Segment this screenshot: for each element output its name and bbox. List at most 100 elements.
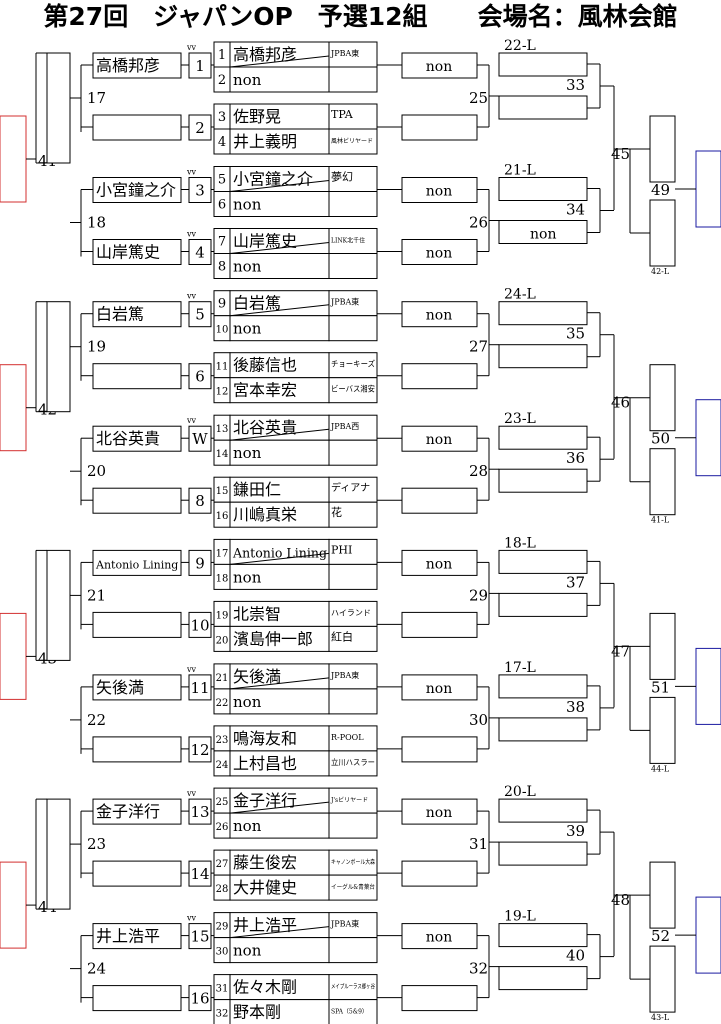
entry-player-name: 北谷英貴	[233, 418, 297, 437]
loser-in-box	[498, 301, 588, 326]
match-number: 27	[469, 338, 488, 356]
walkover-strike	[229, 242, 330, 254]
entry-number: 23	[216, 735, 229, 746]
loser-in-box	[498, 52, 588, 77]
winner-match-box	[695, 399, 721, 477]
loser-in-box	[498, 344, 588, 369]
entry-number: 18	[216, 573, 229, 584]
bye-mark: vv	[186, 665, 197, 674]
bye-mark: vv	[186, 416, 197, 425]
entry-name-box	[229, 290, 330, 317]
entry-name-box	[229, 166, 330, 192]
match-number: 28	[469, 462, 488, 480]
entry-name-box	[229, 999, 330, 1024]
entry-club-name: JPBA東	[330, 670, 359, 680]
entry-number: 19	[216, 610, 229, 621]
entry-player-name: 鳴海友和	[233, 729, 297, 748]
seat-player-name: 井上浩平	[96, 927, 160, 946]
r2-result-box	[401, 363, 478, 390]
entry-club-name: イーグル&青葉台	[331, 883, 375, 891]
entry-name-box	[229, 66, 330, 93]
walkover-strike	[229, 55, 330, 68]
walkover-strike	[229, 926, 330, 939]
entry-number: 26	[216, 822, 229, 833]
entry-player-name: non	[233, 320, 262, 338]
entry-number: 3	[218, 110, 226, 125]
entry-player-name: 金子洋行	[233, 791, 297, 810]
match-number: 21	[87, 586, 106, 604]
r2-result: non	[426, 184, 452, 200]
seat-player-name: 高橋邦彦	[96, 56, 160, 75]
winner-match-box	[695, 647, 721, 725]
match-number: 5	[195, 306, 205, 324]
seat-box	[92, 674, 182, 701]
loser-in-label: 17-L	[504, 660, 536, 676]
entry-name-box	[229, 191, 330, 217]
seat-player-name: 矢後満	[96, 678, 144, 697]
r2-result-box	[401, 177, 478, 203]
entry-number: 6	[218, 198, 226, 213]
entry-player-name: 大井健史	[233, 878, 297, 897]
entry-player-name: 山岸篤史	[233, 232, 297, 251]
entry-player-name: 小宮鐘之介	[233, 170, 313, 189]
seat-box	[92, 363, 182, 390]
bracket-slot-box	[46, 549, 71, 661]
entry-name-box	[229, 103, 330, 130]
entry-name-box	[229, 625, 330, 652]
r2-result-box	[401, 985, 478, 1012]
entry-name-box	[229, 725, 330, 752]
entry-number: 25	[216, 797, 229, 808]
entry-club-name: メイプルーラス郷ヶ谷	[331, 983, 375, 991]
seat-box	[92, 114, 182, 141]
entry-player-name: non	[233, 71, 262, 89]
match-number: 40	[566, 947, 585, 965]
entry-number: 5	[218, 173, 226, 188]
match-number: 39	[566, 822, 585, 840]
entry-number: 24	[216, 760, 229, 771]
match-number: 34	[566, 201, 585, 219]
entry-name-box	[229, 253, 330, 279]
entry-club-box	[328, 66, 378, 93]
match-number: 10	[190, 616, 209, 634]
entry-name-box	[229, 600, 330, 627]
match-number: 11	[190, 679, 209, 697]
seat-box	[92, 549, 182, 576]
loser-in-box	[498, 549, 588, 574]
entry-club-box	[328, 103, 378, 130]
entry-club-name: キャノンボール大森	[331, 858, 375, 866]
match-number: 8	[195, 492, 205, 510]
final-match-box	[0, 115, 27, 203]
final-match-box	[0, 861, 27, 949]
entry-club-box	[328, 228, 378, 254]
entry-club-box	[328, 688, 378, 715]
entry-player-name: 濱島伸一郎	[233, 629, 313, 648]
match-number: 16	[190, 990, 209, 1008]
entry-player-name: 高橋邦彦	[233, 45, 297, 64]
entry-club-box	[328, 625, 378, 652]
match-number: 3	[195, 182, 205, 200]
entry-name-box	[229, 501, 330, 528]
match-number: 6	[195, 368, 205, 386]
loss-note: 43-L	[651, 1013, 670, 1022]
loser-in-label: 23-L	[504, 411, 536, 427]
entry-player-name: non	[233, 942, 262, 960]
loser-in-box	[498, 923, 588, 948]
entry-club-box	[328, 663, 378, 690]
entry-club-box	[328, 41, 378, 68]
entry-club-name: JPBA東	[330, 297, 359, 307]
loser-in-box	[498, 177, 588, 201]
bye-mark: vv	[186, 168, 197, 177]
entry-number: 13	[216, 424, 229, 435]
r2-result-box	[401, 301, 478, 328]
bracket-slot-box	[649, 612, 676, 680]
seat-player-name: 小宮鐘之介	[96, 181, 176, 200]
entry-club-box	[328, 439, 378, 466]
match-number: 9	[195, 554, 205, 572]
bracket-slot-box	[46, 52, 71, 164]
entry-number: 29	[216, 922, 229, 933]
loss-note: 42-L	[651, 267, 670, 276]
match-number: 36	[566, 449, 585, 467]
entry-number: 10	[216, 325, 229, 336]
entry-player-name: 北崇智	[233, 604, 281, 623]
entry-club-box	[328, 999, 378, 1024]
